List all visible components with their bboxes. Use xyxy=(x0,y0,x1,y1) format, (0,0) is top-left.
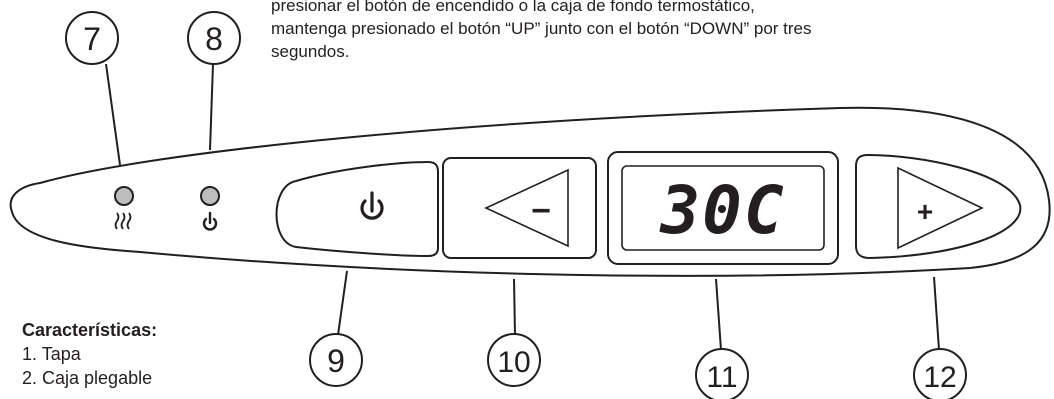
intro-line-1: presionar el botón de encendido o la caj… xyxy=(271,0,755,15)
down-button-symbol: − xyxy=(531,192,551,230)
features-title: Características: xyxy=(22,320,158,340)
leader-line-11 xyxy=(715,278,722,351)
up-button-symbol: + xyxy=(917,196,933,227)
heat-waves-icon xyxy=(114,212,132,230)
up-button[interactable]: + xyxy=(855,153,1022,260)
power-button[interactable] xyxy=(275,160,439,258)
callout-8-number: 8 xyxy=(205,21,223,57)
callout-10-number: 10 xyxy=(497,346,530,379)
left-arrow-icon xyxy=(484,168,569,248)
callout-12-number: 12 xyxy=(923,361,956,394)
power-indicator-icon xyxy=(202,211,218,231)
callout-12: 12 xyxy=(913,348,967,399)
callout-11-number: 11 xyxy=(706,361,737,394)
intro-line-2: mantenga presionado el botón “UP” junto … xyxy=(271,19,812,38)
leader-line-9 xyxy=(337,270,348,336)
down-button[interactable]: − xyxy=(442,157,597,259)
leader-line-12 xyxy=(933,276,940,351)
leader-line-10 xyxy=(513,278,516,336)
feature-item: 2. Caja plegable xyxy=(22,368,153,388)
power-indicator-light xyxy=(200,186,220,206)
callout-9-number: 9 xyxy=(327,343,345,379)
power-icon xyxy=(360,191,384,220)
leader-line-8 xyxy=(209,63,214,151)
callout-10: 10 xyxy=(487,333,541,387)
leader-line-7 xyxy=(105,63,121,166)
callout-9: 9 xyxy=(309,333,363,387)
heating-indicator-light xyxy=(114,186,134,206)
callout-11: 11 xyxy=(695,348,749,399)
callout-7: 7 xyxy=(65,11,119,65)
right-arrow-icon xyxy=(897,166,984,250)
temperature-readout: 30C xyxy=(659,172,785,249)
temperature-display: 30C xyxy=(607,151,839,265)
intro-line-3: segundos. xyxy=(271,42,350,61)
intro-text: presionar el botón de encendido o la caj… xyxy=(271,0,1041,63)
feature-item: 1. Tapa xyxy=(22,344,81,364)
features-list: Características: 1. Tapa 2. Caja plegabl… xyxy=(22,318,157,390)
callout-8: 8 xyxy=(187,11,241,65)
callout-7-number: 7 xyxy=(83,21,101,57)
